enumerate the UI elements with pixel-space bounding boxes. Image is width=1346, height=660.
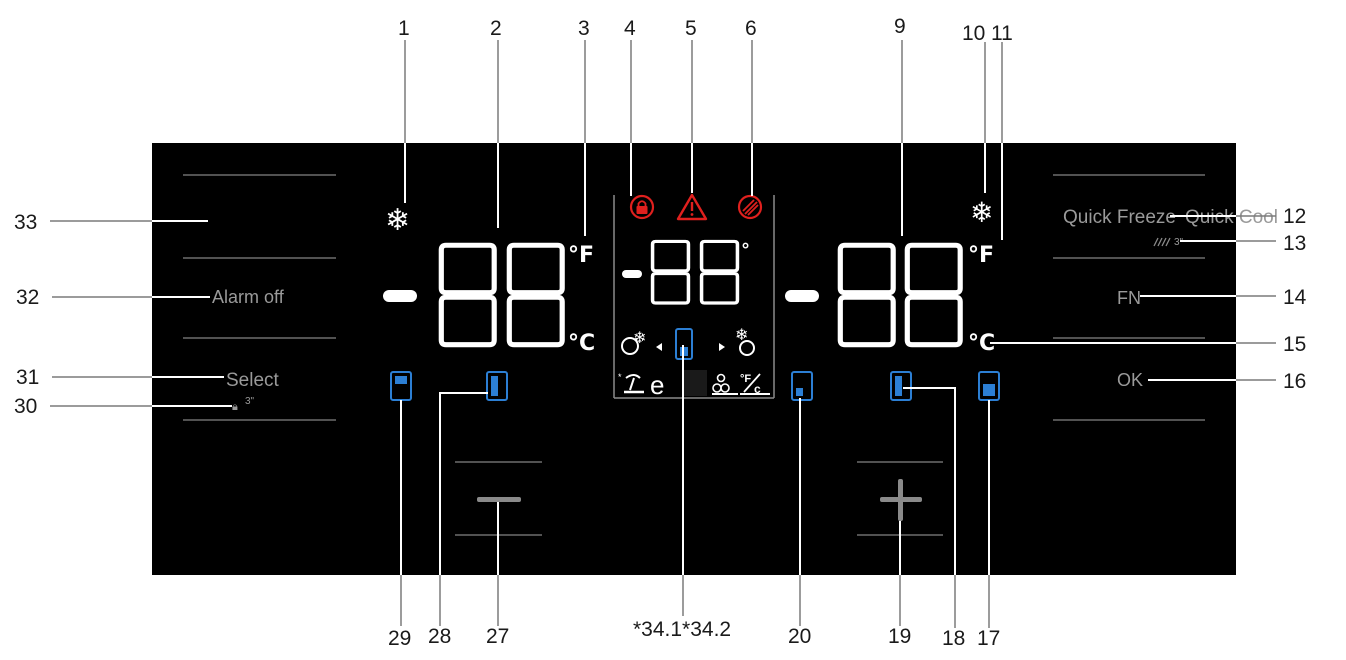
callout-6: 6 xyxy=(745,17,757,40)
right-button-dividers xyxy=(1053,174,1205,421)
padlock-icon: 🔒︎ xyxy=(232,401,238,413)
indicator-fridge-level-2 xyxy=(890,371,912,401)
callout-1: 1 xyxy=(398,17,410,40)
left-temperature-display: ❄ °F °C xyxy=(383,204,595,356)
right-minus-segment xyxy=(785,290,819,302)
callout-17: 17 xyxy=(977,627,1000,650)
center-degree-label: ° xyxy=(741,240,750,261)
alarm-off-button[interactable]: Alarm off xyxy=(212,287,285,307)
fn-button[interactable]: FN xyxy=(1117,288,1141,308)
select-button[interactable]: Select xyxy=(226,370,280,391)
plus-button[interactable] xyxy=(880,479,922,521)
left-arrow-icon xyxy=(656,343,662,351)
callout-18: 18 xyxy=(942,627,965,650)
ice-freeze-icon: ❄ xyxy=(735,327,755,356)
svg-text:❄: ❄ xyxy=(735,327,748,344)
callout-2: 2 xyxy=(490,17,502,40)
callout-31: 31 xyxy=(16,366,39,389)
callout-5: 5 xyxy=(685,17,697,40)
right-fahrenheit-label: °F xyxy=(968,243,994,268)
svg-text:3": 3" xyxy=(1174,237,1184,248)
svg-text:❄: ❄ xyxy=(633,330,646,347)
indicator-freezer-level-1 xyxy=(390,371,412,401)
callout-19: 19 xyxy=(888,625,911,648)
quick-hold-hint: 3" xyxy=(1153,237,1184,248)
right-arrow-icon xyxy=(719,343,725,351)
stripes-icon xyxy=(1153,237,1171,247)
callout-14: 14 xyxy=(1283,286,1307,309)
callout-29: 29 xyxy=(388,627,411,650)
quick-cool-button[interactable]: Quick Cool xyxy=(1185,207,1278,228)
vacation-icon: * xyxy=(618,372,644,394)
fruit-freeze-icon: ❄ xyxy=(621,330,646,355)
center-display-frame xyxy=(613,195,775,399)
quick-freeze-button[interactable]: Quick Freeze xyxy=(1063,207,1176,228)
svg-text:*: * xyxy=(618,372,622,382)
callout-11: 11 xyxy=(991,22,1013,45)
center-blank-indicator xyxy=(683,370,707,396)
callout-16: 16 xyxy=(1283,370,1306,393)
callout-34: *34.1*34.2 xyxy=(633,618,731,641)
callout-28: 28 xyxy=(428,625,451,648)
eco-mode-icon: e xyxy=(650,370,664,400)
callout-15: 15 xyxy=(1283,333,1306,356)
callout-20: 20 xyxy=(788,625,811,648)
left-fahrenheit-label: °F xyxy=(568,243,594,268)
callout-12: 12 xyxy=(1283,205,1306,228)
ok-button[interactable]: OK xyxy=(1117,370,1143,390)
callout-numbers: 1 2 3 4 5 6 9 10 11 12 13 14 15 16 17 18… xyxy=(14,15,1307,650)
left-celsius-label: °C xyxy=(568,331,595,356)
center-minus-segment xyxy=(622,270,642,278)
center-temperature-display: ° ❄ ❄ * e °F c xyxy=(618,193,770,400)
warning-icon xyxy=(676,193,708,221)
left-minus-segment xyxy=(383,290,417,302)
callout-13: 13 xyxy=(1283,232,1306,255)
callout-30: 30 xyxy=(14,395,37,418)
indicator-fridge-level-1 xyxy=(791,371,813,401)
unit-toggle-icon: °F c xyxy=(740,373,770,396)
ice-maker-icon xyxy=(712,373,738,395)
callout-27: 27 xyxy=(486,625,509,648)
callout-9: 9 xyxy=(894,15,906,38)
callout-10: 10 xyxy=(962,22,985,45)
callout-4: 4 xyxy=(624,17,636,40)
indicator-fridge-level-3 xyxy=(978,371,1000,401)
svg-text:°F: °F xyxy=(740,373,751,385)
lock-icon xyxy=(629,194,655,220)
right-temperature-display: ❄ °F °C xyxy=(785,197,995,356)
callout-3: 3 xyxy=(578,17,590,40)
select-lock-hold-hint: 🔒︎ 3" xyxy=(232,396,255,413)
filter-icon xyxy=(737,194,763,220)
left-button-dividers xyxy=(183,174,336,421)
callout-33: 33 xyxy=(14,211,37,234)
svg-text:3": 3" xyxy=(245,396,255,407)
leader-lines xyxy=(50,40,1276,628)
callout-32: 32 xyxy=(16,286,39,309)
left-snowflake-icon: ❄ xyxy=(385,204,410,237)
right-snowflake-icon: ❄ xyxy=(970,197,993,228)
svg-text:c: c xyxy=(754,382,761,396)
display-panel xyxy=(152,143,1236,575)
indicator-freezer-level-2 xyxy=(486,371,508,401)
minus-button[interactable] xyxy=(477,497,521,502)
